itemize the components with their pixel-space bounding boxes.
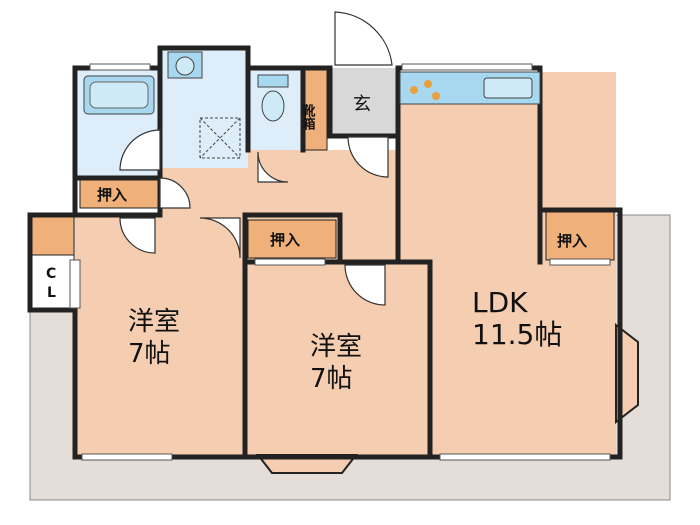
cl-letter-l: L (47, 285, 56, 301)
shoe-box (302, 67, 328, 151)
closet-western2-label: 押入 (270, 231, 300, 249)
western-room-1-size: 7帖 (128, 339, 171, 369)
western-room-2-name: 洋室 (310, 332, 362, 362)
toilet-icon (257, 74, 289, 122)
closet-bath (79, 177, 159, 209)
entrance-floor (330, 68, 398, 136)
entrance-label: 玄 (353, 94, 371, 115)
closet-western2 (247, 219, 337, 259)
door-swings (119, 11, 393, 306)
closet-ldk-label: 押入 (557, 232, 587, 250)
western-room-1-name: 洋室 (128, 307, 180, 337)
cl-closet (29, 254, 75, 311)
closet-small (29, 214, 75, 256)
windows (69, 63, 611, 461)
western-room-2-size: 7帖 (310, 364, 353, 394)
cl-letter-c: C (46, 266, 56, 282)
closet-bath-label: 押入 (97, 186, 127, 204)
ldk-name: LDK (472, 286, 528, 319)
washing-machine-space (199, 117, 241, 159)
ldk-size: 11.5帖 (472, 318, 562, 351)
shoe-box-label: 靴箱 (300, 103, 316, 131)
bathtub-icon (83, 75, 155, 115)
washbasin-icon (167, 51, 203, 79)
western-room-1 (75, 215, 245, 455)
stove-icon (410, 80, 440, 100)
kitchen-sink-icon (483, 77, 533, 99)
